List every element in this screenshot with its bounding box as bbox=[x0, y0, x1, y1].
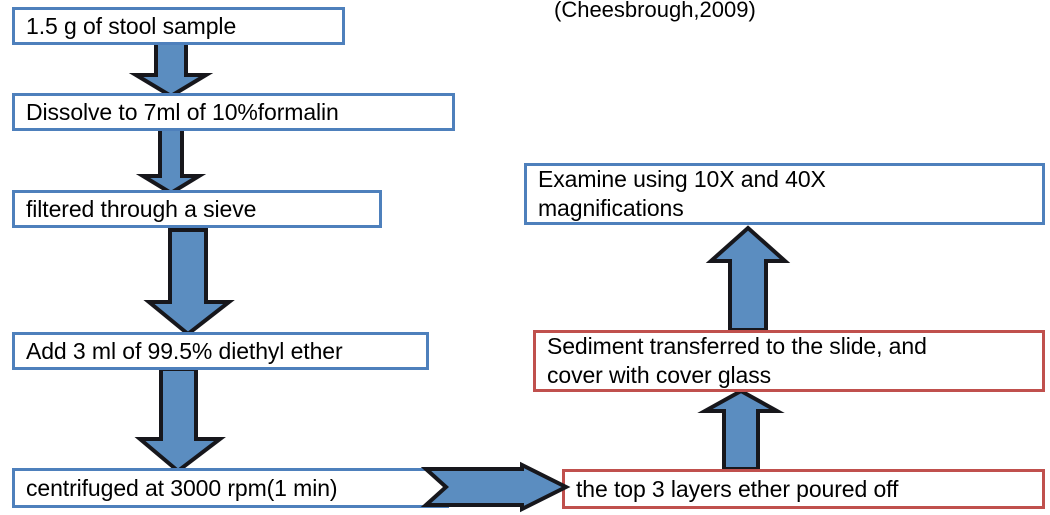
node-filtered-sieve[interactable]: filtered through a sieve bbox=[12, 190, 382, 228]
node-filtered-sieve-label: filtered through a sieve bbox=[26, 195, 257, 222]
arrow-stool-to-dissolve bbox=[128, 40, 214, 99]
figure-caption: (Cheesbrough,2009) bbox=[554, 0, 756, 22]
node-centrifuged[interactable]: centrifuged at 3000 rpm(1 min) bbox=[12, 468, 449, 508]
arrow-dissolve-to-filtered bbox=[135, 126, 207, 196]
node-stool-sample[interactable]: 1.5 g of stool sample bbox=[12, 7, 345, 45]
node-ether-poured-off-label: the top 3 layers ether poured off bbox=[576, 475, 899, 502]
node-dissolve-formalin-label: Dissolve to 7ml of 10%formalin bbox=[26, 98, 339, 125]
arrow-centrifuge-to-poured bbox=[420, 461, 571, 513]
node-sediment-transferred[interactable]: Sediment transferred to the slide, and c… bbox=[533, 330, 1045, 392]
node-examine-magnifications[interactable]: Examine using 10X and 40X magnifications bbox=[524, 163, 1045, 225]
node-sediment-transferred-label: Sediment transferred to the slide, and c… bbox=[547, 333, 927, 388]
arrow-ether-to-centrifuge bbox=[134, 367, 226, 474]
node-diethyl-ether-label: Add 3 ml of 99.5% diethyl ether bbox=[26, 337, 343, 364]
node-examine-magnifications-label: Examine using 10X and 40X magnifications bbox=[538, 166, 826, 221]
node-centrifuged-label: centrifuged at 3000 rpm(1 min) bbox=[26, 474, 338, 501]
arrow-filtered-to-ether bbox=[143, 228, 235, 337]
node-diethyl-ether[interactable]: Add 3 ml of 99.5% diethyl ether bbox=[12, 332, 429, 370]
node-stool-sample-label: 1.5 g of stool sample bbox=[26, 12, 237, 39]
node-dissolve-formalin[interactable]: Dissolve to 7ml of 10%formalin bbox=[12, 93, 455, 131]
arrow-sediment-to-examine bbox=[705, 225, 791, 332]
arrow-poured-to-sediment bbox=[697, 388, 785, 471]
node-ether-poured-off[interactable]: the top 3 layers ether poured off bbox=[562, 469, 1045, 509]
